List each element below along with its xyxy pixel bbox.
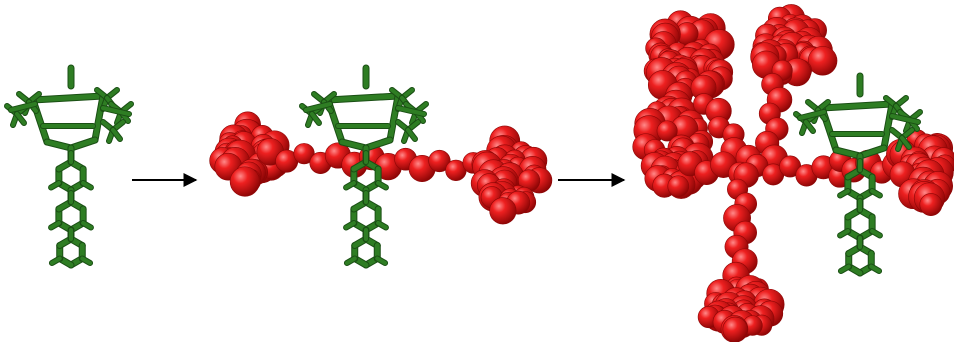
guest-layer <box>209 4 954 342</box>
host-layer <box>4 64 923 277</box>
panel-host-guest-complex-linear-host <box>299 64 429 269</box>
panel-host-guest-complex-branched-host <box>793 72 923 277</box>
panel-host-molecule <box>4 64 134 269</box>
panel-host-guest-complex-branched-guest <box>632 4 954 342</box>
panel-host-guest-complex-linear-guest <box>209 111 553 225</box>
